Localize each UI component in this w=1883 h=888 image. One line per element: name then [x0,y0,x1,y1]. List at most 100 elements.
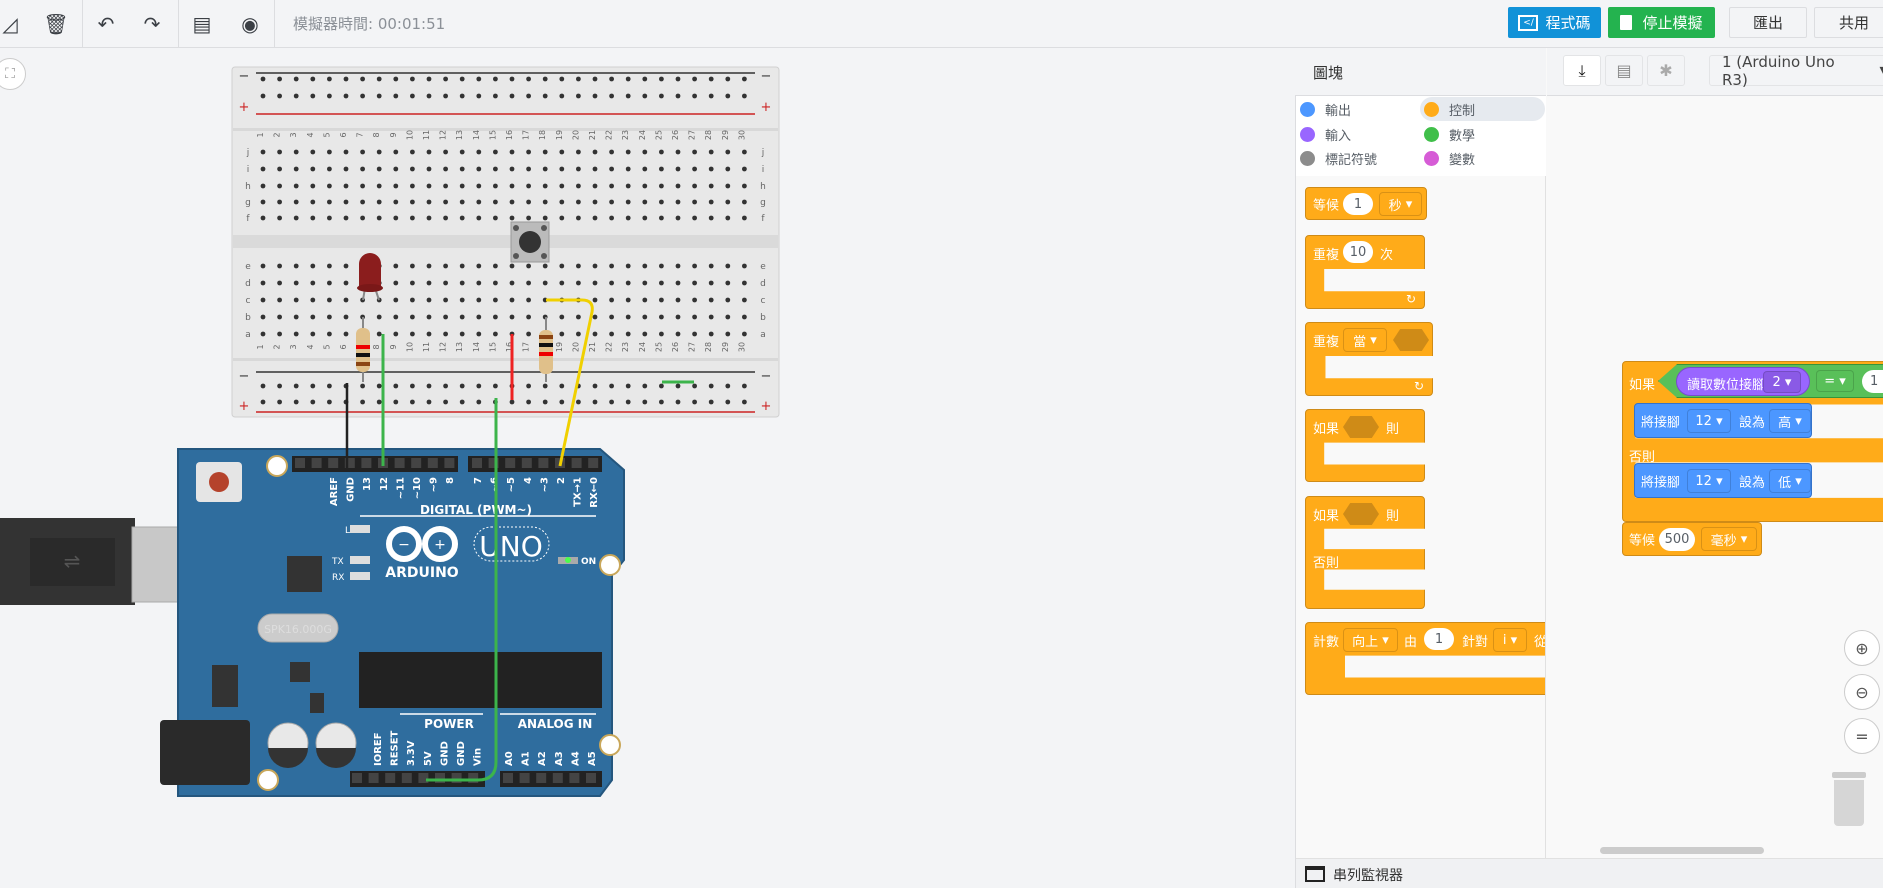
breadboard-hole[interactable] [459,331,465,337]
breadboard-hole[interactable] [410,297,415,303]
breadboard-hole[interactable] [725,215,731,221]
breadboard-hole[interactable] [642,149,648,155]
rail-hole[interactable] [443,383,448,389]
rail-hole[interactable] [343,93,349,99]
rail-hole[interactable] [310,399,316,405]
breadboard-hole[interactable] [742,183,747,189]
rail-hole[interactable] [742,383,747,389]
breadboard-hole[interactable] [559,263,565,269]
breadboard-hole[interactable] [742,263,747,269]
zoom-out-icon[interactable]: ⊖ [1844,674,1880,710]
rail-hole[interactable] [476,399,482,405]
breadboard-hole[interactable] [493,280,498,286]
library-icon[interactable]: ▤ [1605,55,1643,86]
breadboard-hole[interactable] [692,331,697,337]
breadboard-hole[interactable] [675,280,681,286]
rail-hole[interactable] [609,76,614,82]
rail-hole[interactable] [327,93,332,99]
rail-hole[interactable] [293,93,299,99]
rail-hole[interactable] [277,399,282,405]
breadboard-hole[interactable] [293,199,299,205]
rail-hole[interactable] [426,76,432,82]
rail-hole[interactable] [592,76,598,82]
rail-hole[interactable] [443,93,448,99]
rail-hole[interactable] [526,399,531,405]
breadboard-hole[interactable] [343,199,349,205]
breadboard-hole[interactable] [509,199,515,205]
header-pin[interactable] [435,773,445,783]
breadboard-hole[interactable] [725,149,731,155]
breadboard-hole[interactable] [675,331,681,337]
rail-hole[interactable] [443,399,448,405]
breadboard-hole[interactable] [609,331,614,337]
breadboard-hole[interactable] [609,297,614,303]
set-pin-block-high[interactable]: 將接腳 12 ▾ 設為 高 ▾ [1634,403,1812,438]
count-start-input[interactable]: 1 [1424,628,1454,650]
breadboard-hole[interactable] [725,331,731,337]
breadboard-hole[interactable] [609,314,614,320]
rail-hole[interactable] [576,399,581,405]
rail-hole[interactable] [659,76,664,82]
export-button[interactable]: 匯出 [1729,7,1807,38]
breadboard-hole[interactable] [476,331,482,337]
breadboard-hole[interactable] [443,199,448,205]
wire-5v[interactable] [426,398,498,782]
breadboard-hole[interactable] [393,297,399,303]
breadboard-hole[interactable] [526,183,531,189]
breadboard-hole[interactable] [393,183,399,189]
breadboard-hole[interactable] [476,166,482,172]
breadboard-hole[interactable] [742,166,747,172]
breadboard-hole[interactable] [675,166,681,172]
breadboard-hole[interactable] [576,263,581,269]
breadboard-hole[interactable] [542,263,548,269]
wait-value-input[interactable]: 1 [1343,193,1373,215]
breadboard-hole[interactable] [310,331,316,337]
breadboard-hole[interactable] [692,314,697,320]
rail-hole[interactable] [559,76,565,82]
rail-hole[interactable] [642,93,648,99]
breadboard-hole[interactable] [426,263,432,269]
breadboard-hole[interactable] [509,297,515,303]
rail-hole[interactable] [410,399,415,405]
breadboard-hole[interactable] [443,331,448,337]
breadboard-hole[interactable] [609,149,614,155]
breadboard-hole[interactable] [708,215,714,221]
breadboard-hole[interactable] [277,215,282,221]
rail-hole[interactable] [526,76,531,82]
rail-hole[interactable] [426,399,432,405]
repeat-count-input[interactable]: 10 [1343,241,1373,263]
rail-hole[interactable] [542,93,548,99]
rail-hole[interactable] [725,76,731,82]
breadboard-hole[interactable] [559,331,565,337]
serial-monitor-bar[interactable]: 串列監視器 [1296,858,1883,888]
breadboard-hole[interactable] [493,314,498,320]
breadboard-hole[interactable] [542,280,548,286]
pin-state-dropdown[interactable]: 高 ▾ [1769,409,1811,433]
rail-hole[interactable] [625,399,631,405]
breadboard-hole[interactable] [625,183,631,189]
breadboard-hole[interactable] [526,199,531,205]
breadboard-hole[interactable] [260,297,266,303]
breadboard-hole[interactable] [260,183,266,189]
rail-hole[interactable] [260,93,266,99]
block-if-else[interactable]: 如果 則 否則 [1305,496,1425,609]
rail-hole[interactable] [260,399,266,405]
rail-hole[interactable] [625,93,631,99]
rail-hole[interactable] [708,399,714,405]
trash-icon[interactable]: 🗑 [43,12,69,36]
rail-hole[interactable] [692,76,697,82]
breadboard-hole[interactable] [443,263,448,269]
count-var-dropdown[interactable]: i ▾ [1493,628,1527,652]
breadboard-hole[interactable] [310,166,316,172]
breadboard-hole[interactable] [327,280,332,286]
breadboard-hole[interactable] [343,263,349,269]
breadboard-hole[interactable] [742,149,747,155]
breadboard-hole[interactable] [410,215,415,221]
breadboard-hole[interactable] [343,149,349,155]
breadboard-hole[interactable] [609,263,614,269]
breadboard-hole[interactable] [459,314,465,320]
breadboard-hole[interactable] [327,297,332,303]
rail-hole[interactable] [675,93,681,99]
breadboard-hole[interactable] [293,297,299,303]
breadboard-hole[interactable] [293,331,299,337]
